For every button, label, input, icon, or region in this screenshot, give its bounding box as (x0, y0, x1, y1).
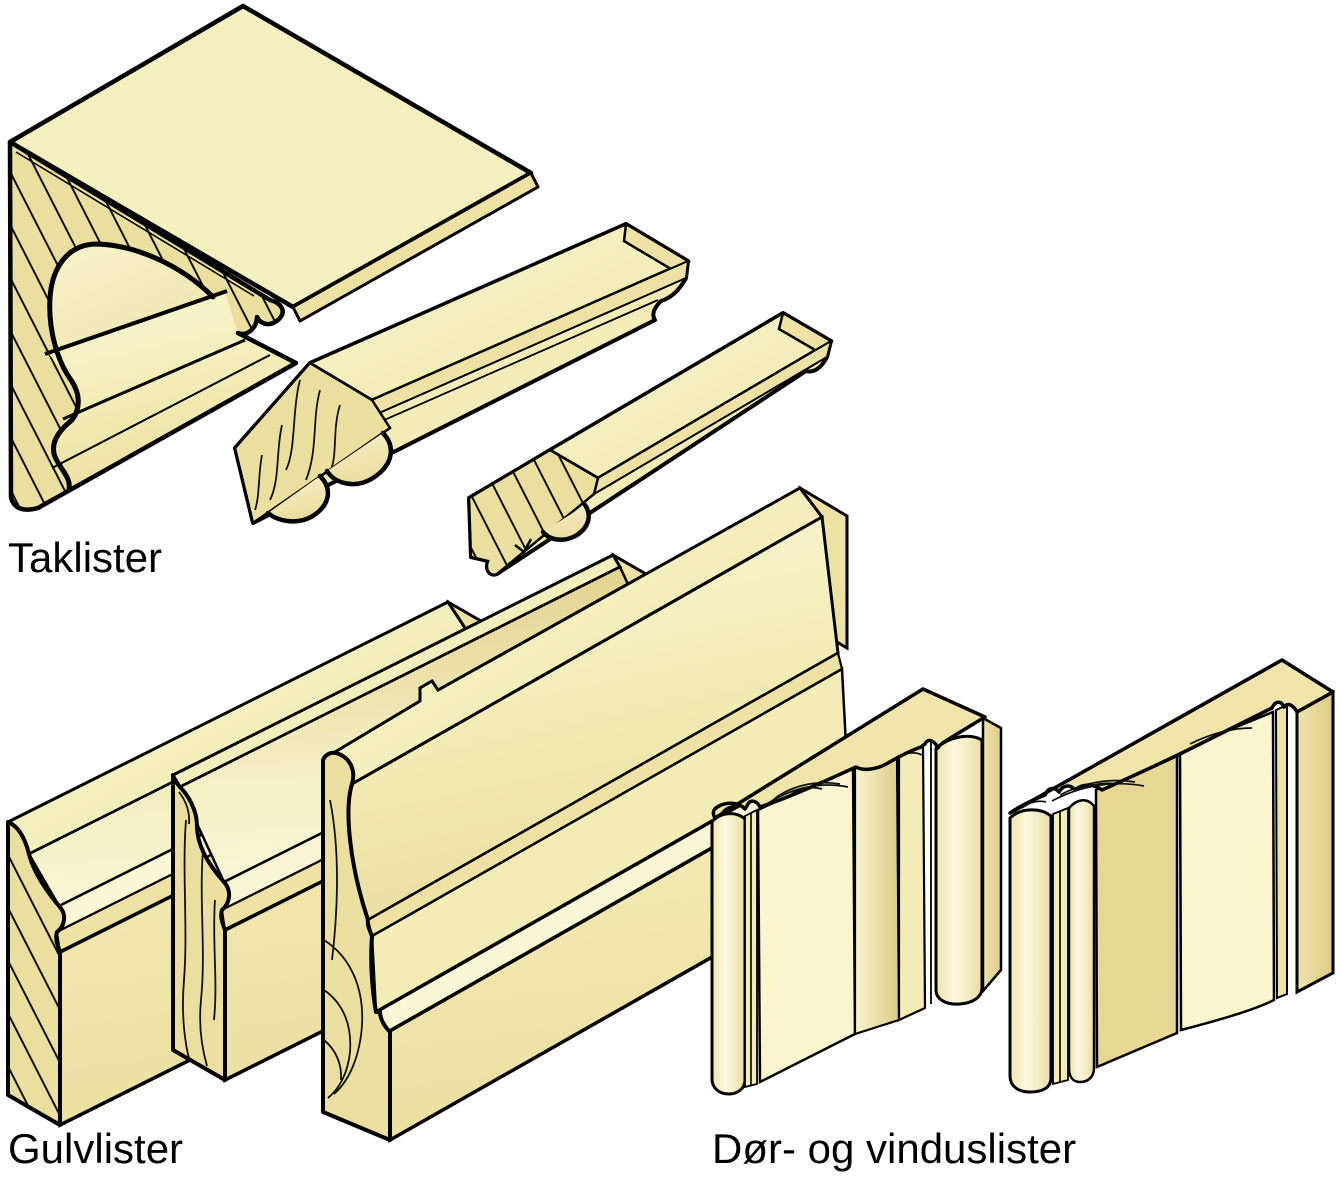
architrave-2 (1008, 658, 1335, 1094)
architrave-2-grain-arcs (1021, 727, 1253, 809)
architrave-2-side-face (1295, 689, 1335, 995)
architrave-2-left-bead (1008, 808, 1053, 1094)
crown-moulding-ceiling-corner (7, 3, 540, 512)
crown-strip-medium (233, 221, 692, 526)
crown-fillet-line (51, 354, 271, 469)
strip-medium-cove-bump-1 (327, 433, 391, 485)
crown-profile-outline (47, 241, 216, 492)
architrave-2-main-face (1094, 750, 1179, 1069)
architrave-1-left-bead (710, 812, 747, 1096)
strip-medium-cove-bump-2 (268, 476, 328, 522)
architrave-2-narrow-strip (1274, 703, 1288, 1000)
strip-medium-cove-bump-2-outline (265, 473, 331, 524)
strip-small-notch (514, 538, 533, 554)
strip-small-bead-bump (543, 505, 589, 540)
gulvlister-label: Gulvlister (8, 1125, 183, 1172)
crown-silhouette-outline (7, 139, 299, 512)
taklister-group: Taklister (7, 3, 834, 581)
architrave-2-wide-face (1178, 710, 1276, 1032)
baseboard-3-grain-arcs (323, 799, 364, 1099)
architrave-1-grain-arcs (721, 752, 923, 813)
architrave-1-flat-strip (897, 743, 927, 1022)
architrave-1-side-face (981, 715, 1003, 995)
dor-vinduslister-label: Dør- og vinduslister (712, 1125, 1076, 1172)
strip-medium-grain-lines (254, 379, 341, 511)
taklister-label: Taklister (8, 534, 162, 581)
architrave-1-top-cut-face (711, 687, 987, 820)
baseboard-3-cut-face (321, 750, 392, 1142)
crown-band-top-edge (44, 289, 228, 356)
crown-band-bottom-edge (62, 338, 246, 421)
architrave-1-main-face (756, 762, 857, 1085)
strip-medium-cove-bump-1-outline (324, 430, 394, 487)
architrave-2-half-bead (1067, 799, 1096, 1084)
architrave-1-cove-strip (853, 756, 901, 1036)
architrave-1 (710, 687, 1003, 1096)
strip-small-bead-bump-outline (540, 502, 591, 542)
ceiling-edge (291, 171, 540, 323)
strip-small-grain-hatch (469, 450, 598, 575)
architrave-1-outer-bead (934, 734, 984, 1006)
crown-underceiling-line (15, 151, 255, 297)
baseboard-1-grain-hatch (8, 822, 65, 1125)
strip-medium-step-line (365, 299, 659, 429)
baseboard-2-grain-lines (178, 791, 217, 1067)
dor-vinduslister-group: Dør- og vinduslister (710, 658, 1335, 1172)
crown-strip-small (467, 311, 834, 577)
gulvlister-group: Gulvlister (5, 485, 862, 1172)
